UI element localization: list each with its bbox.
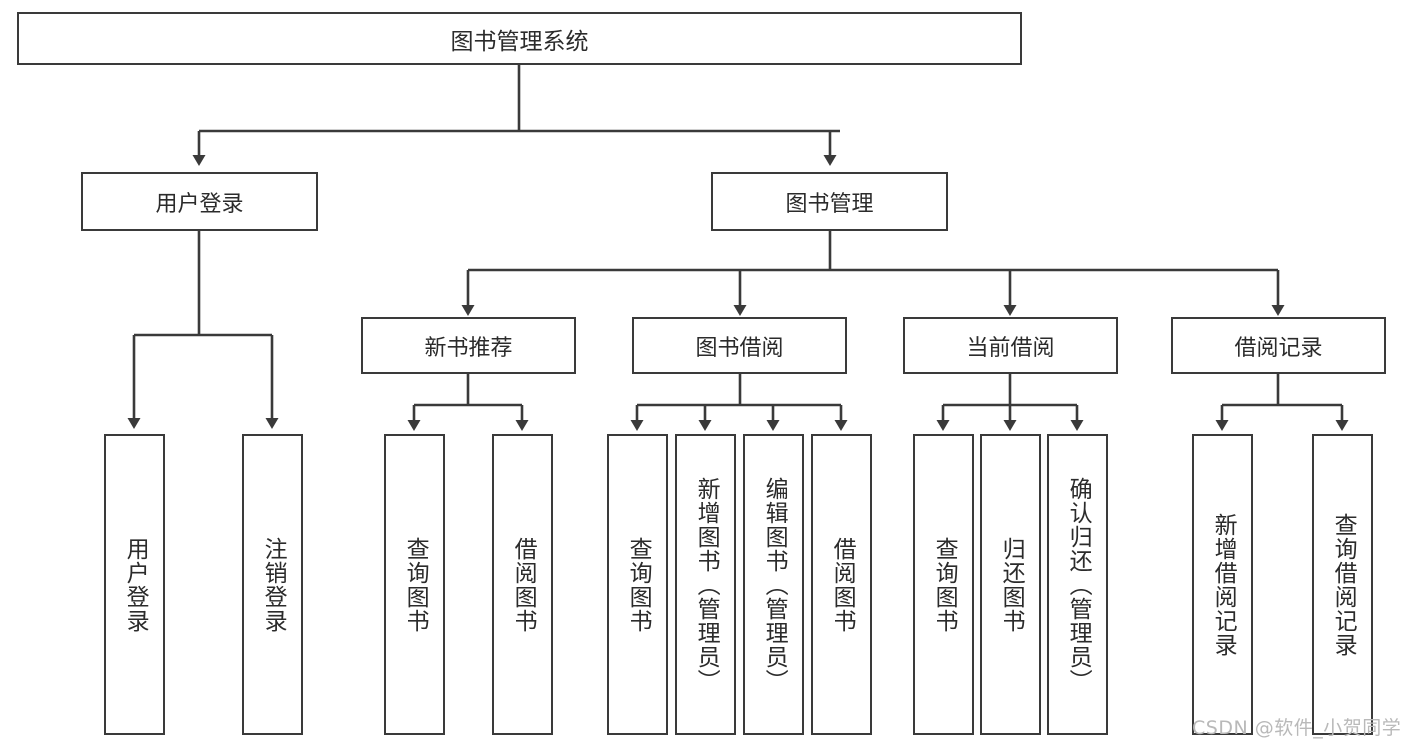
- leaf-label: 确认归还（管理员）: [1065, 476, 1092, 693]
- leaf-current-borrow-query-book[interactable]: 查询图书: [913, 434, 974, 735]
- leaf-label: 用户登录: [122, 536, 149, 633]
- leaf-book-borrow-query-book[interactable]: 查询图书: [607, 434, 668, 735]
- node-label: 图书管理系统: [450, 28, 589, 55]
- leaf-borrow-record-add-record[interactable]: 新增借阅记录: [1192, 434, 1253, 735]
- leaf-label: 新增图书（管理员）: [693, 476, 720, 693]
- leaf-user-login-login[interactable]: 用户登录: [104, 434, 165, 735]
- leaf-label: 查询图书: [625, 536, 652, 633]
- node-label: 当前借阅: [966, 335, 1055, 361]
- node-root-book-management-system[interactable]: 图书管理系统: [17, 12, 1022, 65]
- node-label: 借阅记录: [1234, 335, 1323, 361]
- leaf-label: 借阅图书: [829, 536, 856, 633]
- leaf-label: 注销登录: [260, 536, 287, 633]
- leaf-current-borrow-confirm-return-admin[interactable]: 确认归还（管理员）: [1047, 434, 1108, 735]
- leaf-label: 归还图书: [998, 536, 1025, 633]
- node-new-book-recommend[interactable]: 新书推荐: [361, 317, 576, 374]
- leaf-label: 新增借阅记录: [1210, 512, 1237, 657]
- leaf-label: 编辑图书（管理员）: [761, 476, 788, 693]
- node-label: 用户登录: [155, 191, 244, 217]
- leaf-book-borrow-add-book-admin[interactable]: 新增图书（管理员）: [675, 434, 736, 735]
- leaf-new-book-query-book[interactable]: 查询图书: [384, 434, 445, 735]
- leaf-current-borrow-return-book[interactable]: 归还图书: [980, 434, 1041, 735]
- node-book-borrow[interactable]: 图书借阅: [632, 317, 847, 374]
- node-book-management[interactable]: 图书管理: [711, 172, 948, 231]
- node-current-borrow[interactable]: 当前借阅: [903, 317, 1118, 374]
- leaf-label: 查询图书: [931, 536, 958, 633]
- leaf-user-login-logout[interactable]: 注销登录: [242, 434, 303, 735]
- node-label: 图书借阅: [695, 335, 784, 361]
- node-label: 图书管理: [785, 191, 874, 217]
- node-label: 新书推荐: [424, 335, 513, 361]
- leaf-book-borrow-edit-book-admin[interactable]: 编辑图书（管理员）: [743, 434, 804, 735]
- leaf-new-book-borrow-book[interactable]: 借阅图书: [492, 434, 553, 735]
- leaf-book-borrow-borrow-book[interactable]: 借阅图书: [811, 434, 872, 735]
- watermark-csdn: CSDN @软件_小贺同学: [1192, 717, 1402, 739]
- node-borrow-record[interactable]: 借阅记录: [1171, 317, 1386, 374]
- leaf-borrow-record-query-record[interactable]: 查询借阅记录: [1312, 434, 1373, 735]
- leaf-label: 借阅图书: [510, 536, 537, 633]
- leaf-label: 查询图书: [402, 536, 429, 633]
- leaf-label: 查询借阅记录: [1330, 512, 1357, 657]
- node-user-login[interactable]: 用户登录: [81, 172, 318, 231]
